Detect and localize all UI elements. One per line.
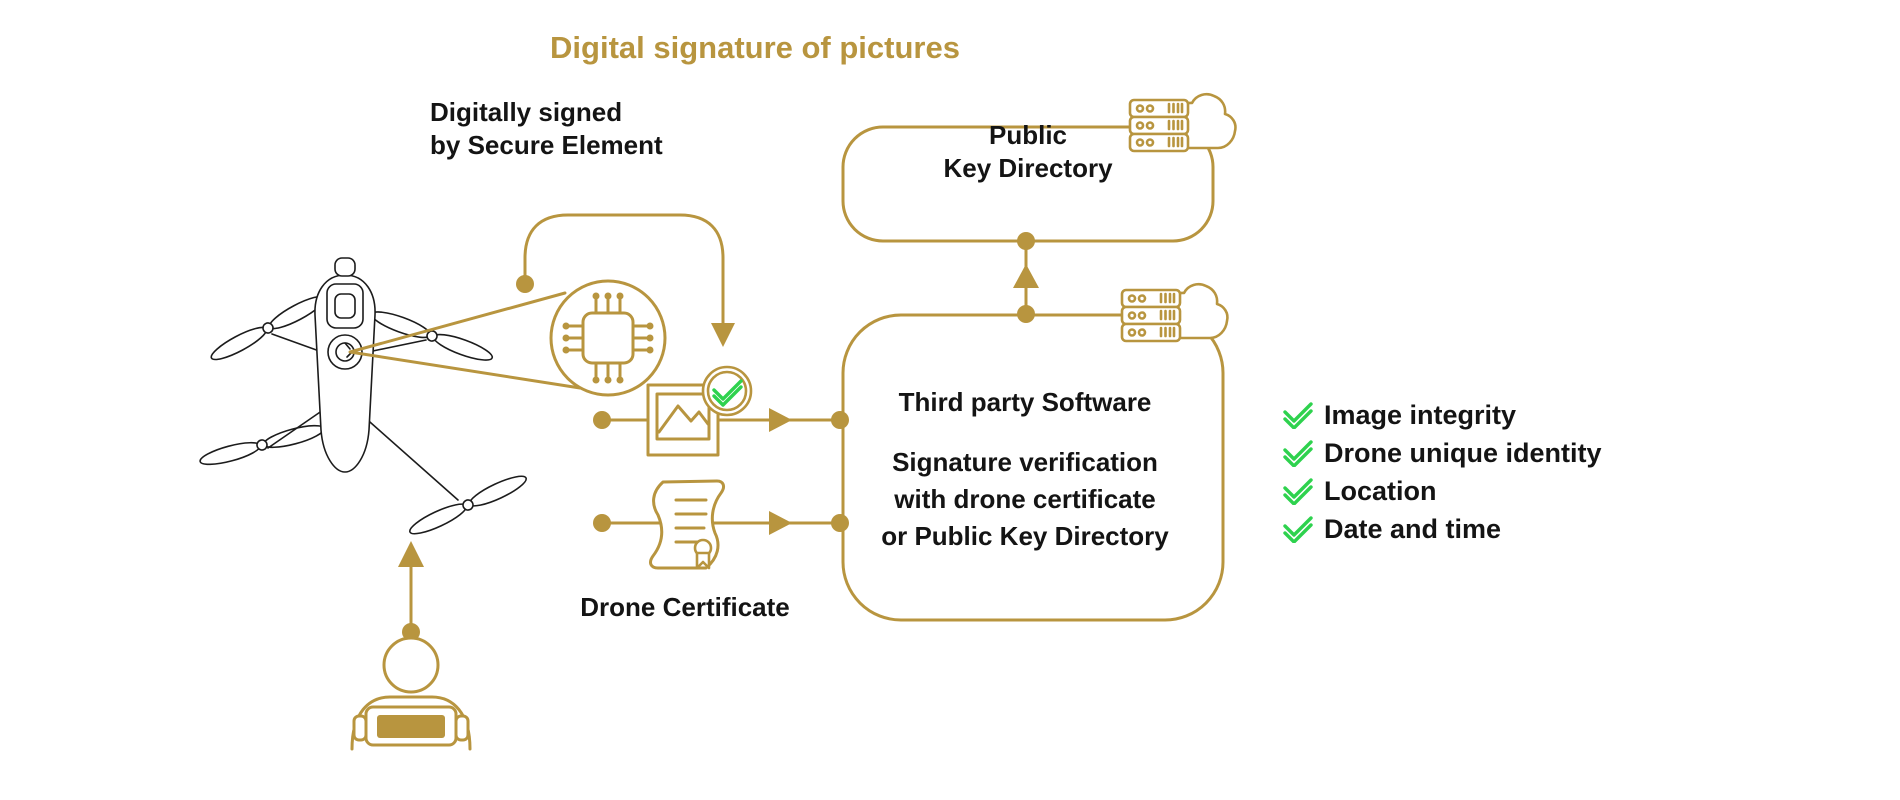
secure-element-note-line2: by Secure Element	[430, 130, 663, 160]
drone-certificate-icon	[649, 479, 726, 570]
green-check-icon	[1283, 402, 1313, 429]
checklist-item-label: Location	[1324, 475, 1437, 506]
checklist-item-label: Image integrity	[1324, 399, 1517, 430]
cloud-server-icon	[1120, 282, 1229, 343]
tps-line3: or Public Key Directory	[881, 521, 1169, 551]
green-check-icon	[1283, 440, 1313, 467]
page-title: Digital signature of pictures	[550, 30, 960, 65]
third-party-software-title: Third party Software	[898, 387, 1152, 417]
secure-element-note-line1: Digitally signed	[430, 97, 623, 127]
right-arrowhead-icon	[769, 511, 792, 535]
verification-checklist: Image integrity Drone unique identity Lo…	[1283, 396, 1602, 548]
green-check-icon	[1283, 478, 1313, 505]
tps-line2: with drone certificate	[894, 484, 1156, 514]
checklist-item: Drone unique identity	[1283, 434, 1602, 472]
public-key-directory-label: Public Key Directory	[843, 119, 1213, 185]
pilot-with-controller	[350, 636, 472, 751]
secure-element-chip-icon	[562, 292, 654, 384]
picture-flow-line	[600, 408, 840, 432]
tps-line1: Signature verification	[892, 447, 1158, 477]
pilot-connector	[398, 541, 424, 641]
checklist-item: Location	[1283, 472, 1602, 510]
green-check-icon	[1283, 516, 1313, 543]
junction-dot	[593, 514, 611, 532]
right-arrowhead-icon	[769, 408, 792, 432]
checklist-item: Date and time	[1283, 510, 1602, 548]
down-arrowhead-icon	[711, 323, 735, 347]
drone-certificate-label: Drone Certificate	[580, 592, 790, 622]
pkd-connector	[1013, 232, 1039, 323]
up-arrowhead-icon	[398, 541, 424, 567]
secure-element-callout	[348, 279, 667, 397]
junction-dot	[593, 411, 611, 429]
junction-dot	[831, 411, 849, 429]
pkd-label-line2: Key Directory	[943, 153, 1113, 183]
signed-picture-icon	[646, 383, 720, 457]
checklist-item-label: Drone unique identity	[1324, 437, 1602, 468]
drone-illustration	[197, 257, 530, 540]
checklist-item: Image integrity	[1283, 396, 1602, 434]
third-party-software-description: Signature verification with drone certif…	[848, 444, 1202, 555]
secure-element-note: Digitally signed by Secure Element	[430, 96, 663, 162]
up-arrowhead-icon	[1013, 264, 1039, 288]
green-check-badge-icon	[701, 365, 753, 417]
secure-element-connector	[516, 213, 735, 347]
checklist-item-label: Date and time	[1324, 513, 1502, 544]
junction-dot	[831, 514, 849, 532]
certificate-flow-line	[600, 511, 840, 535]
pkd-label-line1: Public	[988, 120, 1067, 150]
